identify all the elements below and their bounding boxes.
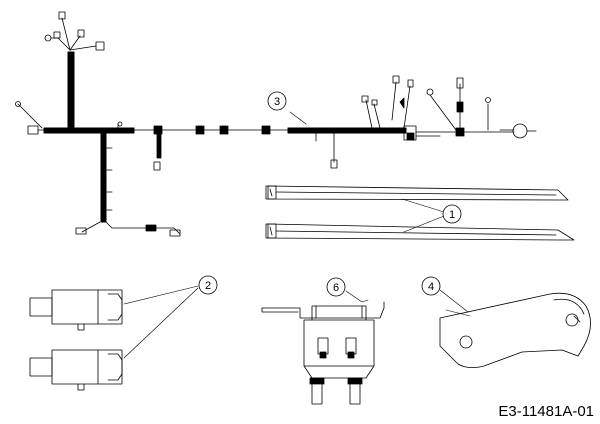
callout-6-label: 6	[333, 282, 339, 294]
callout-6-leader	[345, 290, 369, 303]
callout-2: 2	[198, 275, 218, 295]
harness-left-end	[15, 101, 47, 135]
callout-2-label: 2	[205, 280, 211, 292]
connector-upper	[29, 289, 123, 331]
callout-3-leader	[289, 111, 307, 125]
harness-left-trunk	[43, 127, 135, 134]
callout-4-label: 4	[428, 281, 434, 293]
callout-1-leader-b	[403, 215, 445, 233]
connector-lower	[29, 349, 123, 391]
wiring-harness	[15, 11, 537, 237]
callout-3-label: 3	[274, 96, 280, 108]
callout-1: 1	[442, 204, 462, 224]
reference-code: E3-11481A-01	[498, 403, 594, 420]
callout-1-leader-a	[401, 198, 445, 213]
harness-vertical-bundle	[67, 51, 75, 133]
bracket	[439, 289, 591, 368]
harness-right-trunk	[287, 127, 407, 134]
callout-3: 3	[267, 91, 287, 111]
cable-tie-lower	[265, 223, 575, 241]
harness-top-branch	[44, 11, 105, 51]
callout-2-leader-b	[123, 287, 199, 359]
callout-6: 6	[326, 277, 346, 297]
relay	[261, 290, 385, 405]
callout-2-leader-a	[123, 285, 199, 305]
harness-down-tabs	[75, 147, 181, 237]
harness-middle-section	[117, 121, 291, 171]
harness-down-bundle	[100, 131, 107, 223]
callout-4: 4	[421, 276, 441, 296]
cable-tie-upper	[265, 185, 569, 201]
callout-4-leader	[439, 289, 469, 313]
harness-right-end	[315, 75, 537, 169]
callout-1-label: 1	[449, 209, 455, 221]
cable-ties	[265, 185, 575, 241]
connectors	[29, 285, 199, 391]
